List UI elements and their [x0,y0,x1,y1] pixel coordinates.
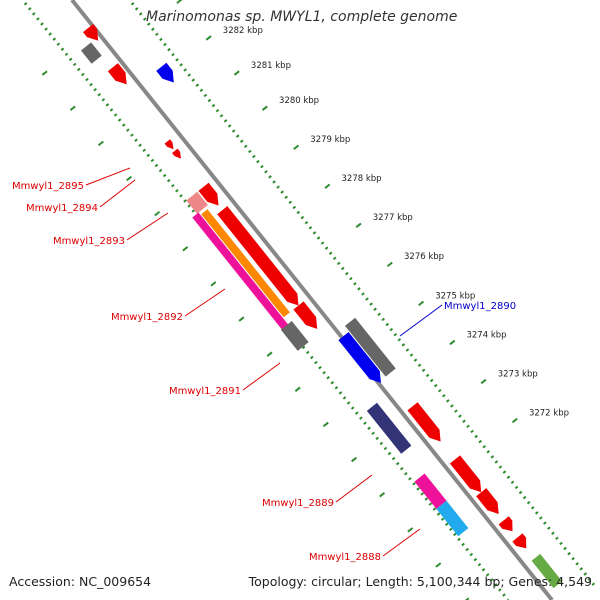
inner-tick [322,421,329,428]
gene-bar-magenta-2892[interactable] [192,212,290,331]
gene-bar-gray-top[interactable] [80,42,102,64]
gene-bar-red-lower-4[interactable] [512,533,527,549]
gene-callout-line [184,288,226,317]
gene-callouts: Mmwyl1_2895Mmwyl1_2894Mmwyl1_2893Mmwyl1_… [12,167,516,563]
inner-tick [69,105,76,111]
scale-tick [355,222,362,228]
gene-bar-red-2892-end[interactable] [293,301,318,329]
gene-bar-magenta-2888[interactable] [414,473,447,509]
scale-label: 3274 kbp [466,330,506,340]
scale-tick [386,261,393,268]
gene-callout-line [382,528,421,557]
inner-tick [435,562,442,568]
gene-label-mmwyl1-2888[interactable]: Mmwyl1_2888 [309,552,381,563]
inner-tick [182,246,189,252]
gene-bar-red-top-1[interactable] [83,24,99,41]
gene-label-mmwyl1-2889[interactable]: Mmwyl1_2889 [262,498,334,509]
inner-tick [379,492,386,498]
gene-bar-orange-2892[interactable] [201,209,290,318]
outer-dotted-track [130,2,596,586]
scale-tick [176,0,183,4]
gene-bar-red-lower-3[interactable] [498,516,513,532]
inner-tick [126,175,132,182]
gene-bar-red-lower-1[interactable] [449,455,482,493]
accession-text: Accession: NC_009654 [9,574,152,589]
gene-callout-line [85,167,131,186]
scale-tick [418,300,425,307]
scale-label: 3273 kbp [498,369,538,379]
inner-tick [294,386,301,392]
inner-tick [238,316,245,322]
scale-label: 3276 kbp [404,252,444,262]
gene-bar-green-bottom[interactable] [531,553,563,589]
scale-label: 3275 kbp [435,291,475,301]
gene-bar-pink-2893[interactable] [186,191,208,214]
inner-tick [41,70,48,76]
scale-tick [293,144,300,150]
gene-callout-line [242,362,281,391]
scale-tick [511,417,518,424]
gene-bar-blue-2890[interactable] [338,331,381,383]
gene-bar-red-long[interactable] [217,206,299,306]
gene-bar-red-small-2[interactable] [172,148,182,159]
inner-tick [210,281,217,287]
genome-backbone [70,0,554,600]
scale-tick [261,105,268,111]
scale-label: 3278 kbp [342,174,382,184]
gene-callout-line [126,212,169,241]
gene-label-mmwyl1-2891[interactable]: Mmwyl1_2891 [169,386,241,397]
scale-label: 3277 kbp [373,213,413,223]
scale-label: 3280 kbp [279,96,319,106]
gene-bar-red-lower-2[interactable] [476,488,499,515]
scale-label: 3272 kbp [529,408,569,418]
gene-callout-line [399,304,443,337]
inner-tick [154,210,161,217]
gene-bar-gray-2891[interactable] [280,321,309,351]
gene-bar-navy-2889[interactable] [366,402,412,454]
gene-bar-red-2894[interactable] [198,182,219,206]
scale-label: 3281 kbp [251,61,291,71]
gene-label-mmwyl1-2890[interactable]: Mmwyl1_2890 [444,301,516,312]
gene-bar-cyan-2888[interactable] [436,500,469,537]
scale-tick [233,70,240,76]
gene-bar-red-small-1[interactable] [164,139,174,150]
inner-tick [350,456,357,463]
scale-label: 3279 kbp [310,135,350,145]
scale-tick [480,378,487,385]
scale-label: 3282 kbp [223,26,263,36]
gene-bar-gray-2890[interactable] [344,317,396,377]
inner-tick [266,351,273,357]
topology-text: Topology: circular; Length: 5,100,344 bp… [248,574,592,589]
scale-tick [205,35,212,41]
gene-label-mmwyl1-2895[interactable]: Mmwyl1_2895 [12,181,84,192]
gene-bar-red-top-2[interactable] [107,63,127,85]
inner-tick [464,597,470,600]
gene-callout-line [99,179,136,208]
inner-tick [97,140,104,147]
gene-callout-line [335,474,373,503]
inner-tick [407,527,414,533]
gene-label-mmwyl1-2893[interactable]: Mmwyl1_2893 [53,236,125,247]
gene-features [80,24,563,589]
gene-bar-blue-upper[interactable] [156,62,174,83]
gene-label-mmwyl1-2894[interactable]: Mmwyl1_2894 [26,203,98,214]
map-title: Marinomonas sp. MWYL1, complete genome [146,9,458,25]
scale-tick [324,183,331,189]
gene-label-mmwyl1-2892[interactable]: Mmwyl1_2892 [111,312,183,323]
scale-tick [449,339,456,346]
gene-bar-red-2889[interactable] [407,402,441,442]
